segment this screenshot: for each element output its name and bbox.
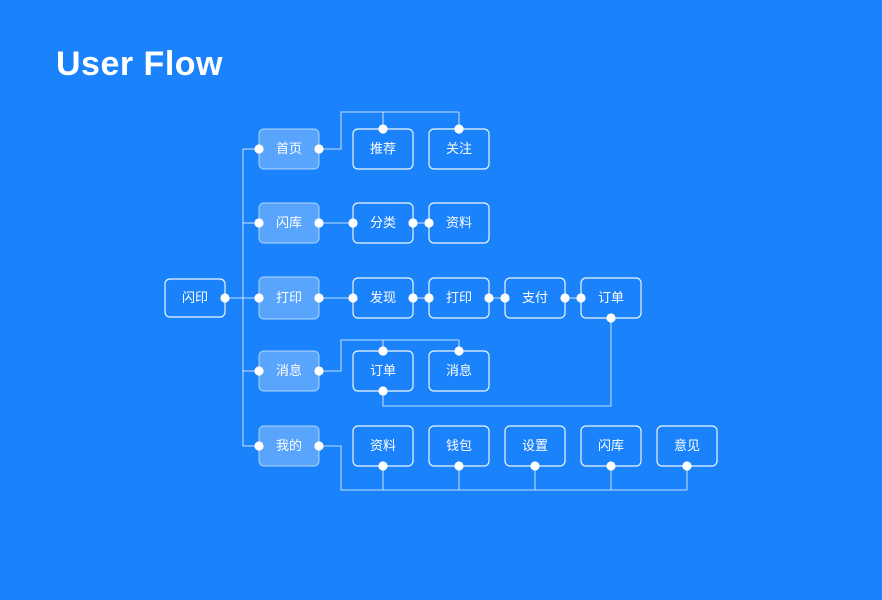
flash-library-child-1-in-dot <box>348 218 358 228</box>
node-label: 发现 <box>370 290 396 306</box>
flow-node-mine[interactable]: 我的 <box>258 425 320 467</box>
flow-connector-dots-layer <box>220 124 692 471</box>
node-label: 打印 <box>276 291 302 306</box>
node-label: 钱包 <box>446 439 472 454</box>
flow-node-mine-child-5[interactable]: 意见 <box>656 425 718 467</box>
print-child-2-out-dot <box>484 293 494 303</box>
print-child-4-in-dot <box>576 293 586 303</box>
flow-node-flash-library[interactable]: 闪库 <box>258 202 320 244</box>
print-out-dot <box>314 293 324 303</box>
mine-child-2-bottom-dot <box>454 461 464 471</box>
messages-child-2-top-dot <box>454 346 464 356</box>
mine-child-1-bottom-dot <box>378 461 388 471</box>
print-child-3-in-dot <box>500 293 510 303</box>
node-label: 支付 <box>522 291 548 306</box>
flow-node-flash-library-child-1[interactable]: 分类 <box>352 202 414 244</box>
flow-node-print-child-2[interactable]: 打印 <box>428 277 490 319</box>
node-label: 闪库 <box>276 215 302 231</box>
flow-node-home-child-2[interactable]: 关注 <box>428 128 490 170</box>
mine-child-3-bottom-dot <box>530 461 540 471</box>
home-child-1-top-dot <box>378 124 388 134</box>
flow-links-layer <box>229 111 688 491</box>
mine-child-4-bottom-dot <box>606 461 616 471</box>
flow-node-messages-child-1[interactable]: 订单 <box>352 350 414 392</box>
node-label: 意见 <box>674 438 700 454</box>
flow-node-mine-child-3[interactable]: 设置 <box>504 425 566 467</box>
flow-node-home[interactable]: 首页 <box>258 128 320 170</box>
root-out-dot <box>220 293 230 303</box>
messages-child-1-top-dot <box>378 346 388 356</box>
flow-node-mine-child-2[interactable]: 钱包 <box>428 425 490 467</box>
flow-node-home-child-1[interactable]: 推荐 <box>352 128 414 170</box>
order-cross-link <box>382 322 612 407</box>
node-label: 消息 <box>446 363 472 379</box>
flow-node-mine-child-1[interactable]: 资料 <box>352 425 414 467</box>
flow-node-root[interactable]: 闪印 <box>164 278 226 318</box>
messages-out-dot <box>314 366 324 376</box>
node-label: 订单 <box>370 364 396 379</box>
node-label: 打印 <box>446 291 472 306</box>
node-label: 关注 <box>446 142 472 157</box>
print-child-1-in-dot <box>348 293 358 303</box>
node-label: 订单 <box>598 291 624 306</box>
node-label: 推荐 <box>370 142 396 157</box>
node-label: 消息 <box>276 363 302 379</box>
flow-node-messages[interactable]: 消息 <box>258 350 320 392</box>
home-out-dot <box>314 144 324 154</box>
node-label: 首页 <box>276 142 302 157</box>
flow-node-mine-child-4[interactable]: 闪库 <box>580 425 642 467</box>
page-title: User Flow <box>56 45 223 83</box>
messages-in-dot <box>254 366 264 376</box>
node-label: 闪印 <box>182 291 208 306</box>
node-label: 设置 <box>522 439 548 454</box>
mine-in-dot <box>254 441 264 451</box>
print-child-1-out-dot <box>408 293 418 303</box>
bus-home <box>323 111 459 150</box>
node-label: 我的 <box>276 438 302 454</box>
flow-node-print-child-3[interactable]: 支付 <box>504 277 566 319</box>
print-in-dot <box>254 293 264 303</box>
print-order-bottom-dot <box>606 313 616 323</box>
mine-child-5-bottom-dot <box>682 461 692 471</box>
home-child-2-top-dot <box>454 124 464 134</box>
node-label: 资料 <box>370 439 396 454</box>
mine-out-dot <box>314 441 324 451</box>
flow-node-print-child-1[interactable]: 发现 <box>352 277 414 319</box>
flow-node-print[interactable]: 打印 <box>258 276 320 320</box>
flow-node-flash-library-child-2[interactable]: 资料 <box>428 202 490 244</box>
home-in-dot <box>254 144 264 154</box>
flash-library-child-1-out-dot <box>408 218 418 228</box>
flow-node-messages-child-2[interactable]: 消息 <box>428 350 490 392</box>
flash-library-child-2-in-dot <box>424 218 434 228</box>
bus-messages <box>323 339 459 372</box>
node-label: 资料 <box>446 216 472 231</box>
flash-library-in-dot <box>254 218 264 228</box>
message-order-bottom-dot <box>378 386 388 396</box>
node-label: 闪库 <box>598 438 624 454</box>
flow-node-print-child-4[interactable]: 订单 <box>580 277 642 319</box>
bus-mine <box>323 445 687 491</box>
node-label: 分类 <box>370 216 396 231</box>
flash-library-out-dot <box>314 218 324 228</box>
print-child-3-out-dot <box>560 293 570 303</box>
print-child-2-in-dot <box>424 293 434 303</box>
